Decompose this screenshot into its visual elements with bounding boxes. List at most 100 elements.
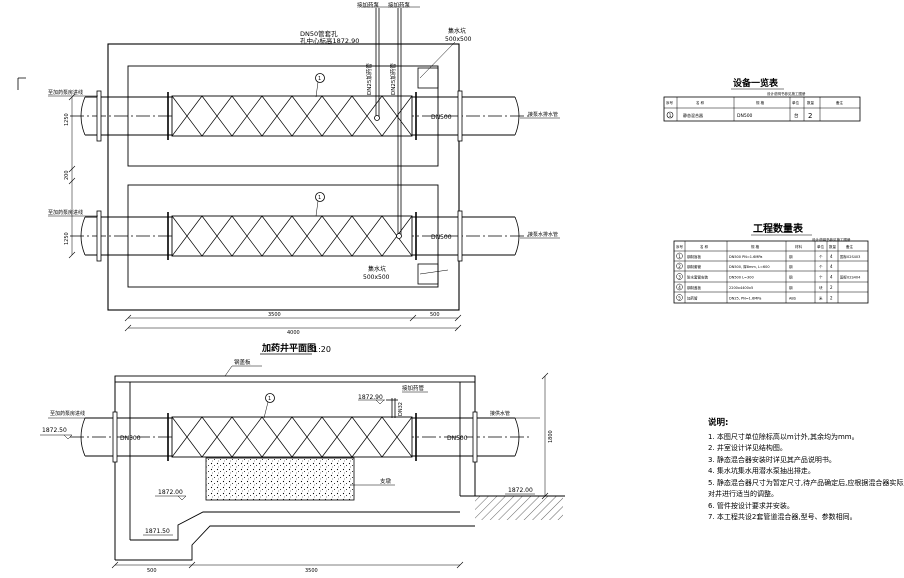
sump-1-size: 500x500 bbox=[445, 36, 472, 43]
section-outlet-label: 接供水管 bbox=[490, 410, 510, 417]
eq-row1-no: 1 bbox=[669, 113, 672, 119]
qt-header-unit: 单位 bbox=[817, 244, 825, 249]
elevation-1872-00-b: 1872.00 bbox=[508, 487, 533, 494]
qt-header-material: 材料 bbox=[795, 244, 803, 249]
quantity-table: 工程数量表 设计说明书参见施工图册 序号 名 称 规 格 材料 单位 数量 备注… bbox=[673, 222, 869, 304]
qt-row1-no: 1 bbox=[678, 254, 681, 259]
dosing-pipe-label: 接加药管 bbox=[402, 384, 425, 392]
equipment-table: 设备一览表 设计说明书参见施工图册 序号 名 称 规 格 单位 数量 备注 1 … bbox=[663, 77, 861, 122]
qt-header-qty: 数量 bbox=[829, 244, 837, 249]
sump-1 bbox=[417, 67, 439, 89]
well-outer-wall bbox=[107, 43, 460, 311]
qt-row5-spec: DN25, PN=1.6MPa bbox=[729, 297, 761, 301]
dn25-dosing-pipe-label-a: DN25加药管 bbox=[365, 63, 373, 95]
elevation-1872-00-a: 1872.00 bbox=[158, 489, 183, 496]
qt-header-spec: 规 格 bbox=[751, 244, 760, 249]
qt-row-3: 3 防水套管安装 DN500 L=300 钢 个 4 国标02S404 bbox=[676, 273, 861, 280]
qt-row-4: 4 钢制盖板 2200x4400x5 钢 块 2 bbox=[676, 283, 833, 291]
qt-row3-unit: 个 bbox=[819, 275, 823, 280]
equipment-table-subtitle: 设计说明书参见施工图册 bbox=[767, 91, 806, 96]
elevation-1872-90: 1872.90 bbox=[358, 394, 383, 401]
dim-3500: 3500 bbox=[268, 312, 281, 318]
elevation-1871-50: 1871.50 bbox=[145, 528, 170, 535]
eq-header-no: 序号 bbox=[666, 100, 674, 105]
sump-2 bbox=[417, 263, 439, 285]
sump-1-label: 集水坑 bbox=[448, 27, 466, 35]
dim-500: 500 bbox=[430, 312, 440, 318]
sump-2-label: 集水坑 bbox=[368, 265, 386, 273]
support-label: 支墩 bbox=[380, 477, 392, 485]
qt-row4-no: 4 bbox=[678, 285, 681, 290]
qt-row3-qty: 4 bbox=[830, 275, 833, 280]
pipe-2-diameter: DN500 bbox=[431, 234, 452, 241]
qt-row4-material: 钢 bbox=[789, 285, 793, 290]
qt-row2-qty: 4 bbox=[830, 264, 833, 269]
steel-cover-plate bbox=[114, 375, 476, 383]
qt-header-remark: 备注 bbox=[846, 244, 854, 249]
dosing-pump-label-a: 接加药泵 bbox=[357, 1, 380, 9]
eq-row1-qty: 2 bbox=[808, 112, 812, 120]
eq-header-name: 名 称 bbox=[696, 100, 705, 105]
section-pipe bbox=[70, 411, 530, 463]
pipe-1-diameter: DN500 bbox=[431, 114, 452, 121]
qt-row5-qty: 2 bbox=[830, 296, 833, 301]
qt-row5-no: 5 bbox=[678, 296, 681, 301]
qt-row5-name: 加药管 bbox=[687, 296, 698, 301]
note-2: 2. 井室设计详见结构图。 bbox=[708, 444, 787, 452]
qt-row-2: 2 钢制套管 DN500, 厚8mm, L=600 钢 个 4 bbox=[676, 262, 833, 270]
qt-row4-unit: 块 bbox=[819, 285, 823, 290]
qt-row5-material: ABS bbox=[789, 297, 797, 301]
qt-row4-qty: 2 bbox=[830, 285, 833, 290]
callout-1a: 1 bbox=[318, 76, 321, 82]
note-6: 6. 管件按设计要求并安装。 bbox=[708, 501, 794, 510]
quantity-table-subtitle: 设计说明书参见施工图册 bbox=[812, 237, 851, 242]
dim-1250-b: 1250 bbox=[64, 232, 70, 245]
outlet-label-2: 接泵水排水管 bbox=[528, 231, 558, 238]
qt-header-name: 名 称 bbox=[700, 244, 709, 249]
qt-row1-material: 钢 bbox=[789, 254, 793, 259]
qt-row3-material: 钢 bbox=[789, 275, 793, 280]
eq-row1-unit: 台 bbox=[794, 112, 799, 119]
note-7: 7. 本工程共设2套管道混合器,型号、参数相同。 bbox=[708, 513, 857, 521]
pipe-run-1 bbox=[70, 90, 530, 142]
qt-row1-remark: 国标02S403 bbox=[840, 254, 860, 259]
plan-title: 加药井平面图 bbox=[261, 342, 316, 354]
inlet-label-2: 至加药泵房进线 bbox=[48, 209, 83, 216]
qt-row1-qty: 4 bbox=[830, 254, 833, 259]
note-4: 4. 集水坑集水用潜水泵抽出排走。 bbox=[708, 467, 815, 475]
quantity-table-title: 工程数量表 bbox=[753, 222, 804, 235]
section-dim-500: 500 bbox=[147, 568, 157, 574]
dn25-dosing-pipe-label-b: DN25加药管 bbox=[389, 63, 397, 95]
inlet-label-1: 至加药泵房进线 bbox=[48, 89, 83, 96]
notes-title: 说明: bbox=[708, 418, 729, 428]
qt-row3-spec: DN500 L=300 bbox=[729, 276, 754, 280]
qt-row2-no: 2 bbox=[678, 264, 681, 269]
eq-row1-spec: DN500 bbox=[737, 113, 753, 119]
dn50-elevation-label: 孔中心标高1872.90 bbox=[300, 36, 359, 45]
eq-header-unit: 单位 bbox=[792, 100, 800, 105]
eq-header-remark: 备注 bbox=[836, 100, 844, 105]
sump-2-size: 500x500 bbox=[363, 274, 390, 281]
note-5: 5. 静态混合器尺寸为暂定尺寸,待产品确定后,应根据混合器实际尺寸, bbox=[708, 478, 904, 487]
section-callout-1: 1 bbox=[268, 396, 271, 402]
plan-view: 接加药泵 接加药泵 DN50管套孔 孔中心标高1872.90 集水坑 500x5… bbox=[48, 1, 560, 355]
qt-row3-name: 防水套管安装 bbox=[687, 275, 708, 280]
section-view: 钢盖板 接加药管 1872.90 DN32 至加药泵房进线 接供水管 1872.… bbox=[40, 358, 565, 574]
qt-row2-material: 钢 bbox=[789, 264, 793, 269]
elevation-1872-50: 1872.50 bbox=[42, 427, 67, 434]
qt-row3-no: 3 bbox=[678, 275, 681, 280]
qt-row1-unit: 个 bbox=[819, 254, 823, 259]
pipe-run-2 bbox=[70, 210, 530, 262]
note-3: 3. 静态混合器安装时详见其产品说明书。 bbox=[708, 455, 836, 464]
qt-row1-name: 钢制盲板 bbox=[687, 254, 701, 259]
qt-row4-name: 钢制盖板 bbox=[687, 285, 701, 290]
equipment-table-title: 设备一览表 bbox=[733, 77, 779, 89]
qt-row2-spec: DN500, 厚8mm, L=600 bbox=[729, 264, 770, 269]
qt-row5-unit: 米 bbox=[819, 296, 823, 301]
note-1: 1. 本图尺寸单位除标高以m计外,其余均为mm。 bbox=[708, 432, 859, 441]
dim-200: 200 bbox=[64, 170, 70, 180]
concrete-support bbox=[205, 457, 355, 501]
outlet-label-1: 接泵水排水管 bbox=[528, 111, 558, 118]
eq-header-qty: 数量 bbox=[807, 100, 815, 105]
